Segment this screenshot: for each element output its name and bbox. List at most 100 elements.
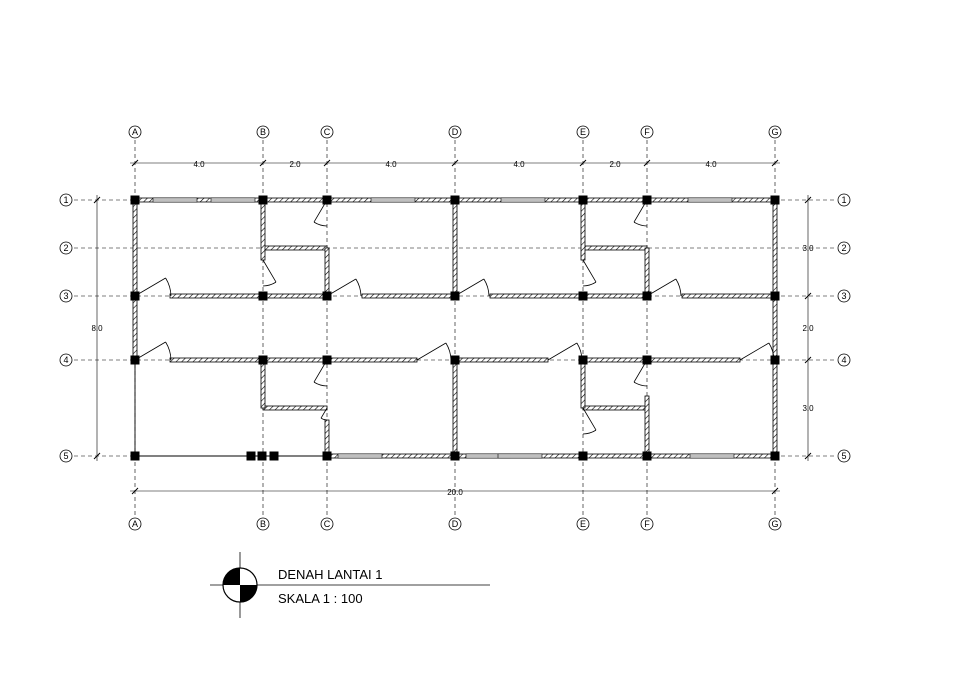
wall-segment [582,293,648,299]
column [578,451,588,461]
drawing-title: DENAH LANTAI 1 [278,567,383,582]
dimension-tick [804,356,812,364]
wall-segment [132,295,138,361]
dim-right-3: 3.0 [802,404,814,413]
bubble-right-5: 5 [841,451,846,461]
bubble-top-c: C [324,127,331,137]
dim-right-1: 3.0 [802,244,814,253]
dimension-tick [771,159,779,167]
walls [132,197,778,459]
door [547,342,583,361]
column [578,355,588,365]
bubble-top-f: F [644,127,650,137]
column [770,355,780,365]
column [322,451,332,461]
grid-bubbles-right: 1 2 3 4 5 [837,193,851,463]
bubble-bottom-g: G [771,519,778,529]
door [646,278,682,297]
door [582,259,597,287]
dimension-tick [804,196,812,204]
wall-segment [262,405,328,411]
column [450,355,460,365]
bubble-top-a: A [132,127,138,137]
column [246,451,256,461]
door [582,407,597,435]
bubble-top-d: D [452,127,459,137]
wall-segment [581,357,741,363]
column [130,451,140,461]
bubble-left-4: 4 [63,355,68,365]
column [770,195,780,205]
wall-segment [582,245,648,251]
bubble-top-b: B [260,127,266,137]
column [642,355,652,365]
openings [134,197,775,459]
wall-segment [644,247,650,297]
column [322,291,332,301]
wall-segment [772,199,778,457]
column [578,195,588,205]
column [450,291,460,301]
dimension-tick [643,159,651,167]
column [322,195,332,205]
grid-bubbles-left: 1 2 3 4 5 [59,193,73,463]
bubble-right-3: 3 [841,291,846,301]
dimension-tick [579,159,587,167]
dim-col-6: 4.0 [705,160,717,169]
column [322,355,332,365]
column [642,195,652,205]
door [262,259,277,287]
door [454,278,490,297]
bubble-bottom-e: E [580,519,586,529]
dim-col-1: 4.0 [193,160,205,169]
wall-segment [580,359,586,409]
grid-bubbles-bottom: A B C D E F G [128,517,782,531]
dim-col-2: 2.0 [289,160,301,169]
column [130,291,140,301]
bubble-left-2: 2 [63,243,68,253]
dimension-tick [93,196,101,204]
bubble-bottom-c: C [324,519,331,529]
column [770,451,780,461]
door [326,278,362,297]
door [320,407,328,421]
dimension-tick [804,292,812,300]
dimension-tick [131,487,139,495]
dimension-tick [804,452,812,460]
wall-segment [262,293,328,299]
column [450,195,460,205]
bubble-left-3: 3 [63,291,68,301]
dimension-tick [323,159,331,167]
bubble-bottom-a: A [132,519,138,529]
door [134,341,172,361]
column [130,355,140,365]
bubble-right-2: 2 [841,243,846,253]
column [258,291,268,301]
wall-segment [582,405,648,411]
bubble-right-4: 4 [841,355,846,365]
column [130,195,140,205]
column [258,355,268,365]
dim-col-5: 2.0 [609,160,621,169]
bubble-right-1: 1 [841,195,846,205]
wall-segment [489,293,584,299]
dimension-tick [93,452,101,460]
wall-segment [361,293,456,299]
wall-segment [260,199,266,261]
wall-segment [260,359,266,409]
drawing-scale: SKALA 1 : 100 [278,591,363,606]
grid-bubbles-top: A B C D E F G [128,125,782,139]
door [739,342,775,361]
bubble-left-5: 5 [63,451,68,461]
door [416,342,452,361]
wall-segment [169,293,264,299]
column [257,451,267,461]
structural-columns [130,195,780,461]
dim-col-3: 4.0 [385,160,397,169]
dimension-lines [93,159,812,495]
wall-segment [262,245,328,251]
dim-total-height: 8.0 [91,324,103,333]
bubble-bottom-d: D [452,519,459,529]
wall-segment [681,293,776,299]
